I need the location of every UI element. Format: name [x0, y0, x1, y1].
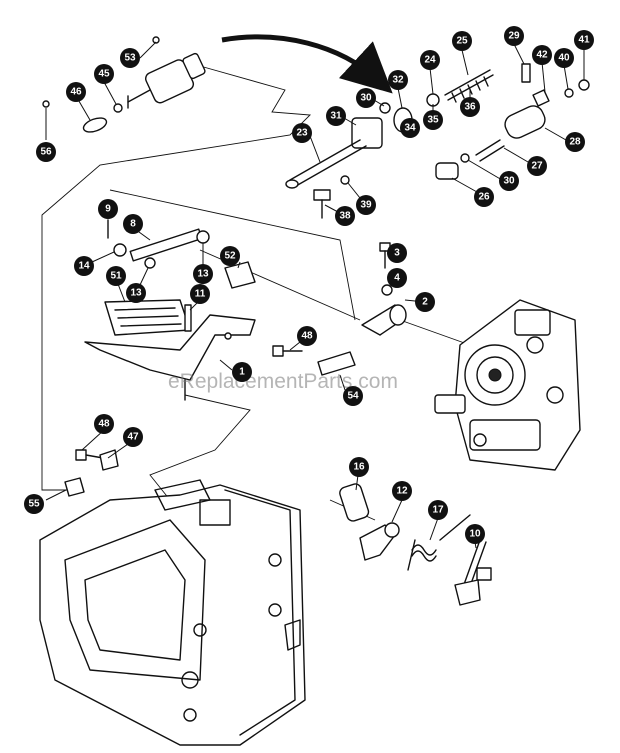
callout-30-lower: 30: [499, 171, 519, 191]
svg-text:1: 1: [239, 367, 245, 378]
callout-36: 36: [460, 97, 480, 117]
svg-text:3: 3: [394, 248, 400, 259]
callout-13-right: 13: [193, 264, 213, 284]
svg-text:48: 48: [98, 419, 110, 430]
svg-text:42: 42: [536, 50, 548, 61]
callout-39: 39: [356, 195, 376, 215]
assembly-arrow: [221, 34, 393, 94]
callout-38: 38: [335, 206, 355, 226]
callout-48-lower: 48: [94, 414, 114, 434]
svg-text:30: 30: [503, 176, 515, 187]
callout-45: 45: [94, 64, 114, 84]
callout-28: 28: [565, 132, 585, 152]
svg-text:10: 10: [469, 529, 481, 540]
watermark-text: eReplacementParts.com: [168, 370, 398, 393]
callout-34: 34: [400, 118, 420, 138]
svg-text:26: 26: [478, 192, 490, 203]
svg-text:13: 13: [130, 288, 142, 299]
svg-text:51: 51: [110, 271, 122, 282]
callout-54: 54: [343, 386, 363, 406]
callout-17: 17: [428, 500, 448, 520]
svg-text:2: 2: [422, 297, 428, 308]
svg-text:35: 35: [427, 115, 439, 126]
callout-47: 47: [123, 427, 143, 447]
callout-11: 11: [190, 284, 210, 304]
svg-text:4: 4: [394, 273, 400, 284]
svg-text:55: 55: [28, 499, 40, 510]
svg-text:13: 13: [197, 269, 209, 280]
transmission-housing: [39, 479, 306, 746]
svg-text:40: 40: [558, 53, 570, 64]
svg-text:24: 24: [424, 55, 436, 66]
callout-29: 29: [504, 26, 524, 46]
svg-text:27: 27: [531, 161, 543, 172]
svg-text:47: 47: [127, 432, 139, 443]
svg-text:53: 53: [124, 53, 136, 64]
svg-text:45: 45: [98, 69, 110, 80]
callout-9: 9: [98, 199, 118, 219]
svg-text:41: 41: [578, 35, 590, 46]
callout-41: 41: [574, 30, 594, 50]
callout-46: 46: [66, 82, 86, 102]
callout-23: 23: [292, 123, 312, 143]
svg-text:34: 34: [404, 123, 416, 134]
callout-56: 56: [36, 142, 56, 162]
hardware: [64, 242, 407, 497]
svg-text:8: 8: [130, 219, 136, 230]
svg-text:23: 23: [296, 128, 308, 139]
callout-31: 31: [326, 106, 346, 126]
svg-text:30: 30: [360, 93, 372, 104]
callouts: 53 45 46 56 32 24 25 29 42 40 41 30 34 3…: [24, 26, 594, 549]
solenoid-assembly: [42, 36, 206, 133]
callout-25: 25: [452, 31, 472, 51]
svg-text:46: 46: [70, 87, 82, 98]
callout-53: 53: [120, 48, 140, 68]
callout-26: 26: [474, 187, 494, 207]
svg-text:56: 56: [40, 147, 52, 158]
callout-4: 4: [387, 268, 407, 288]
lower-right-parts: [339, 483, 492, 606]
callout-42: 42: [532, 45, 552, 65]
callout-48-upper: 48: [297, 326, 317, 346]
svg-text:17: 17: [432, 505, 444, 516]
svg-text:25: 25: [456, 36, 468, 47]
callout-10: 10: [465, 524, 485, 544]
callout-14: 14: [74, 256, 94, 276]
callout-24: 24: [420, 50, 440, 70]
svg-text:11: 11: [195, 289, 206, 300]
callout-13-left: 13: [126, 283, 146, 303]
svg-text:39: 39: [360, 200, 372, 211]
callout-16: 16: [349, 457, 369, 477]
svg-text:31: 31: [330, 111, 342, 122]
pedal-linkage: [84, 219, 256, 401]
callout-52: 52: [220, 246, 240, 266]
callout-35: 35: [423, 110, 443, 130]
svg-text:36: 36: [464, 102, 476, 113]
svg-text:32: 32: [392, 75, 404, 86]
callout-40: 40: [554, 48, 574, 68]
callout-3: 3: [387, 243, 407, 263]
callout-51: 51: [106, 266, 126, 286]
callout-27: 27: [527, 156, 547, 176]
callout-2: 2: [415, 292, 435, 312]
callout-30-upper: 30: [356, 88, 376, 108]
hydraulic-pump: [434, 299, 581, 471]
callout-1: 1: [232, 362, 252, 382]
svg-text:29: 29: [508, 31, 520, 42]
callout-32: 32: [388, 70, 408, 90]
callout-12: 12: [392, 481, 412, 501]
svg-text:54: 54: [347, 391, 359, 402]
callout-8: 8: [123, 214, 143, 234]
valve-stack: [285, 63, 590, 219]
svg-text:52: 52: [224, 251, 236, 262]
svg-text:48: 48: [301, 331, 313, 342]
svg-text:16: 16: [353, 462, 365, 473]
svg-text:28: 28: [569, 137, 581, 148]
svg-text:12: 12: [396, 486, 408, 497]
svg-text:38: 38: [339, 211, 351, 222]
callout-55: 55: [24, 494, 44, 514]
svg-text:9: 9: [105, 204, 111, 215]
svg-text:14: 14: [78, 261, 90, 272]
